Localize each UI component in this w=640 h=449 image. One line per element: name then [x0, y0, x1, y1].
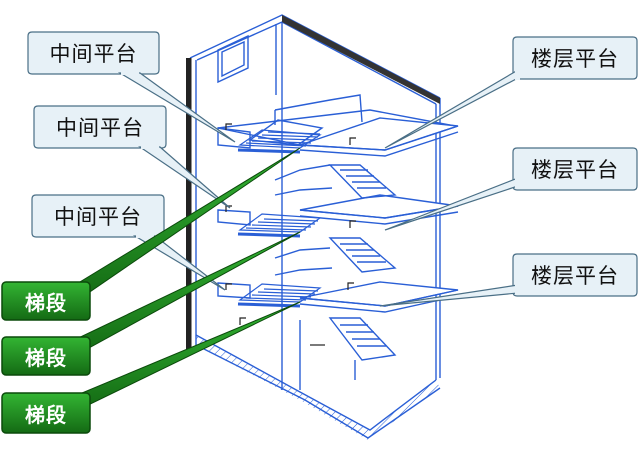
callout-flight-1: [1, 147, 301, 321]
level-2-structure: [217, 164, 459, 226]
window: [217, 34, 249, 84]
callout-flight-3: [1, 301, 301, 434]
cut-hatching: [186, 15, 440, 440]
callout-middle-platform-3: [31, 194, 226, 291]
callout-middle-platform-2: [33, 105, 231, 209]
callout-floor-platform-2: [384, 147, 638, 231]
flight-3-steps: [237, 129, 322, 154]
flight-2-steps: [237, 213, 322, 238]
callout-floor-platform-1: [384, 36, 638, 149]
level-3-structure: [217, 94, 459, 157]
callout-flight-2: [1, 231, 301, 376]
callout-floor-platform-3: [379, 253, 638, 307]
callout-middle-platform-1: [27, 31, 236, 143]
flight-1-steps: [237, 283, 322, 308]
